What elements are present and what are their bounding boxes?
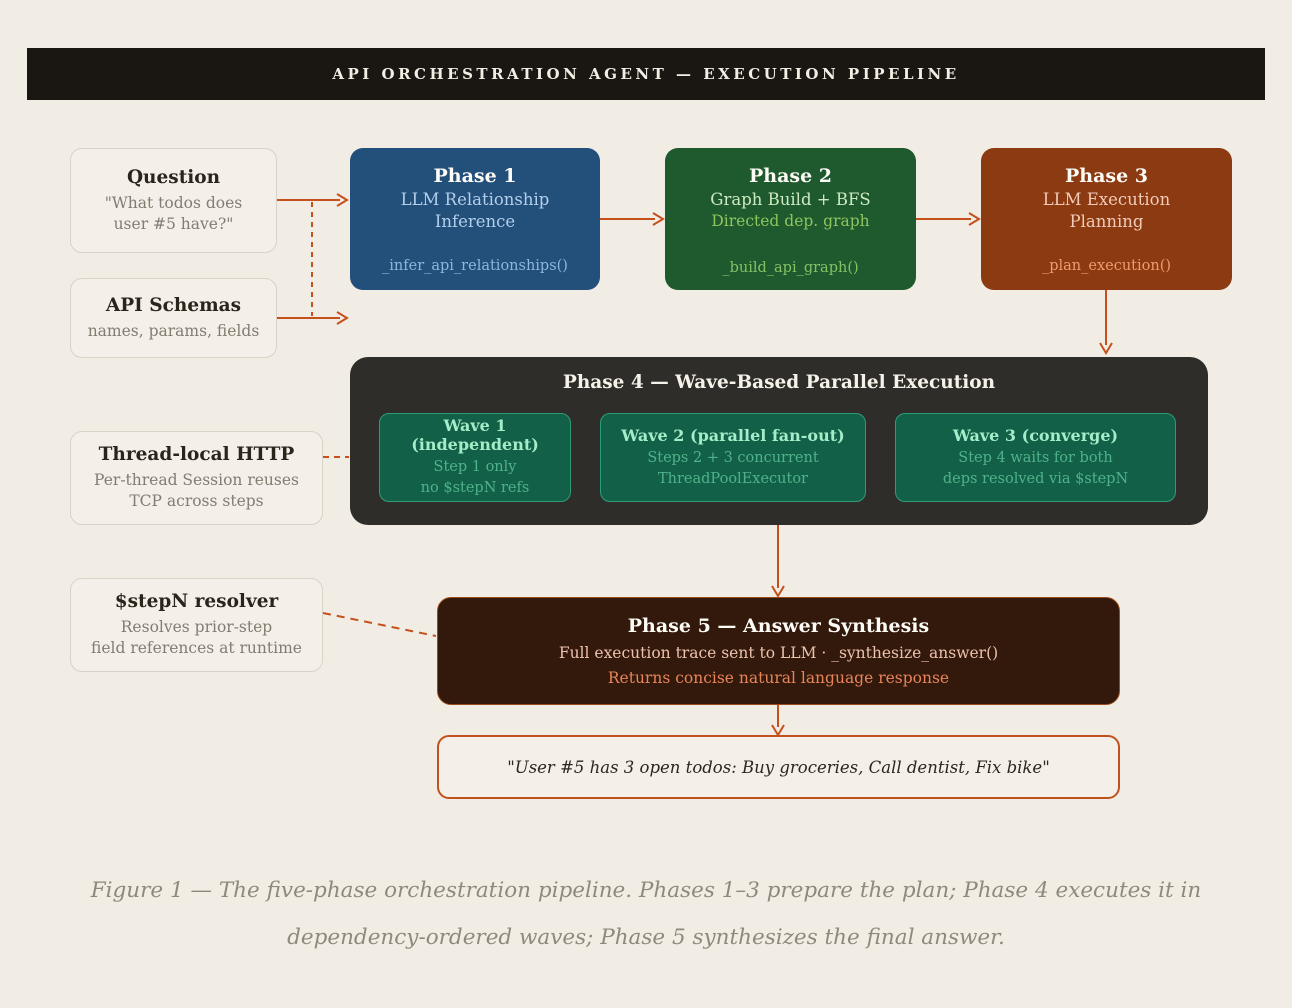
api-schemas-line: names, params, fields	[87, 321, 260, 340]
header-bar: API ORCHESTRATION AGENT — EXECUTION PIPE…	[27, 48, 1265, 100]
phase5-line1: Full execution trace sent to LLM · _synt…	[558, 644, 999, 662]
phase3-box: Phase 3 LLM Execution Planning _plan_exe…	[981, 148, 1232, 290]
question-line: user #5 have?"	[113, 214, 234, 233]
wave1-line: no $stepN refs	[420, 480, 530, 496]
caption-line: dependency-ordered waves; Phase 5 synthe…	[287, 925, 1005, 950]
phase1-code: _infer_api_relationships()	[382, 258, 568, 274]
page-title: API ORCHESTRATION AGENT — EXECUTION PIPE…	[332, 65, 960, 83]
phase1-title: Phase 1	[433, 165, 517, 187]
wave1-box: Wave 1 (independent) Step 1 only no $ste…	[379, 413, 571, 502]
phase2-title: Phase 2	[748, 165, 833, 187]
note-box-thread-local-http: Thread-local HTTP Per-thread Session reu…	[70, 431, 323, 525]
wave3-line: deps resolved via $stepN	[942, 470, 1129, 487]
stepn-resolver-title: $stepN resolver	[114, 591, 279, 613]
wave2-box: Wave 2 (parallel fan-out) Steps 2 + 3 co…	[600, 413, 866, 502]
wave3-title: Wave 3 (converge)	[952, 425, 1119, 445]
wave1-line: Step 1 only	[433, 459, 517, 476]
wave2-title: Wave 2 (parallel fan-out)	[621, 425, 845, 445]
connector-stepn-to-phase5	[322, 612, 437, 637]
phase2-note: Directed dep. graph	[711, 212, 870, 231]
wave3-box: Wave 3 (converge) Step 4 waits for both …	[895, 413, 1176, 502]
thread-http-title: Thread-local HTTP	[98, 444, 295, 466]
wave3-line: Step 4 waits for both	[958, 449, 1113, 466]
phase5-line2: Returns concise natural language respons…	[607, 669, 950, 687]
question-line: "What todos does	[104, 193, 243, 212]
phase5-title: Phase 5 — Answer Synthesis	[627, 615, 930, 637]
figure-caption: Figure 1 — The five-phase orchestration …	[0, 867, 1292, 961]
phase1-box: Phase 1 LLM Relationship Inference _infe…	[350, 148, 600, 290]
output-text: "User #5 has 3 open todos: Buy groceries…	[507, 757, 1050, 777]
phase1-subtitle: LLM Relationship Inference	[400, 190, 550, 232]
output-box: "User #5 has 3 open todos: Buy groceries…	[437, 735, 1120, 799]
thread-http-line: Per-thread Session reuses	[94, 471, 299, 490]
input-box-question: Question "What todos does user #5 have?"	[70, 148, 277, 253]
wave2-line: Steps 2 + 3 concurrent	[647, 449, 819, 466]
stepn-resolver-line: field references at runtime	[91, 639, 302, 657]
thread-http-line: TCP across steps	[129, 492, 264, 510]
phase2-code: _build_api_graph()	[722, 260, 859, 276]
api-schemas-title: API Schemas	[105, 294, 242, 316]
phase3-code: _plan_execution()	[1041, 258, 1172, 274]
stepn-resolver-line: Resolves prior-step	[120, 618, 273, 637]
input-box-api-schemas: API Schemas names, params, fields	[70, 278, 277, 358]
phase2-subtitle: Graph Build + BFS	[710, 190, 871, 209]
phase5-box: Phase 5 — Answer Synthesis Full executio…	[437, 597, 1120, 705]
caption-line: Figure 1 — The five-phase orchestration …	[90, 878, 1202, 903]
phase4-title: Phase 4 — Wave-Based Parallel Execution	[562, 372, 996, 393]
phase2-box: Phase 2 Graph Build + BFS Directed dep. …	[665, 148, 916, 290]
phase3-subtitle: LLM Execution Planning	[1042, 190, 1171, 232]
wave2-line: ThreadPoolExecutor	[657, 470, 808, 487]
phase3-title: Phase 3	[1064, 165, 1149, 187]
question-title: Question	[126, 166, 221, 188]
wave1-title: Wave 1 (independent)	[411, 416, 539, 455]
note-box-stepn-resolver: $stepN resolver Resolves prior-step fiel…	[70, 578, 323, 672]
